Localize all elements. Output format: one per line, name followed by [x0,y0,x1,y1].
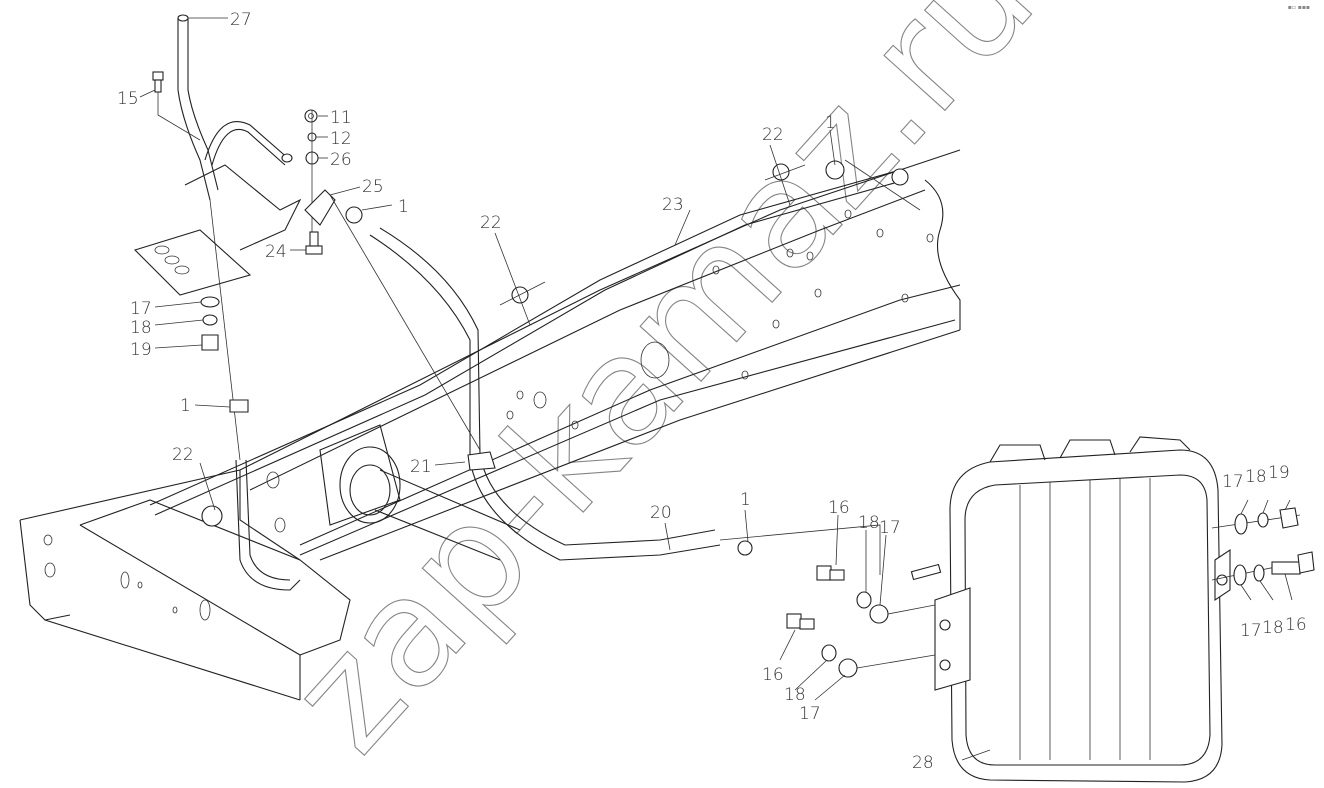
callout-22-frame: 22 [172,445,194,465]
callout-18-right-lower: 18 [1262,618,1284,638]
callout-16-b: 16 [762,665,784,685]
callout-27: 27 [230,10,252,30]
tank-fittings-left [786,565,936,678]
callout-19-left: 19 [130,340,152,360]
callout-24: 24 [265,242,287,262]
corner-mark: ▪▫ ▪▪▪ [1287,4,1310,11]
callout-1-upper-right: 1 [825,113,836,133]
callout-18-right-upper: 18 [1245,467,1267,487]
fasteners-upper [152,71,481,527]
fuel-line-23 [149,169,906,516]
tank-fittings-right [1211,507,1315,586]
callout-20: 20 [650,503,672,523]
callout-labels: 27 15 11 12 26 25 1 24 17 18 19 1 22 22 … [117,10,1307,773]
callout-17-right-lower: 17 [1240,621,1262,641]
callout-1-upper: 1 [398,197,409,217]
callout-22-upper: 22 [762,125,784,145]
callout-18-b: 18 [784,685,806,705]
callout-18-a: 18 [858,513,880,533]
fuel-tank-28 [910,436,1231,783]
callout-21: 21 [410,457,432,477]
callout-22-mid: 22 [480,213,502,233]
callout-12: 12 [330,129,352,149]
callout-25: 25 [362,177,384,197]
callout-17-b: 17 [799,704,821,724]
frame-rail [19,149,961,701]
callout-26: 26 [330,150,352,170]
callout-17-right-upper: 17 [1222,472,1244,492]
callout-18-left: 18 [130,318,152,338]
pipe-27-bracket [133,14,302,591]
callout-16-right-lower: 16 [1285,615,1307,635]
callout-1-left: 1 [180,396,191,416]
callout-17-a: 17 [879,518,901,538]
callout-17-left: 17 [130,299,152,319]
callout-19-right-upper: 19 [1268,463,1290,483]
callout-1-line: 1 [740,490,751,510]
callout-11: 11 [330,108,352,128]
clamps [467,159,921,575]
callout-15: 15 [117,89,139,109]
callout-23: 23 [662,195,684,215]
callout-16-a: 16 [828,498,850,518]
leader-lines [139,17,1293,761]
callout-28: 28 [912,753,934,773]
